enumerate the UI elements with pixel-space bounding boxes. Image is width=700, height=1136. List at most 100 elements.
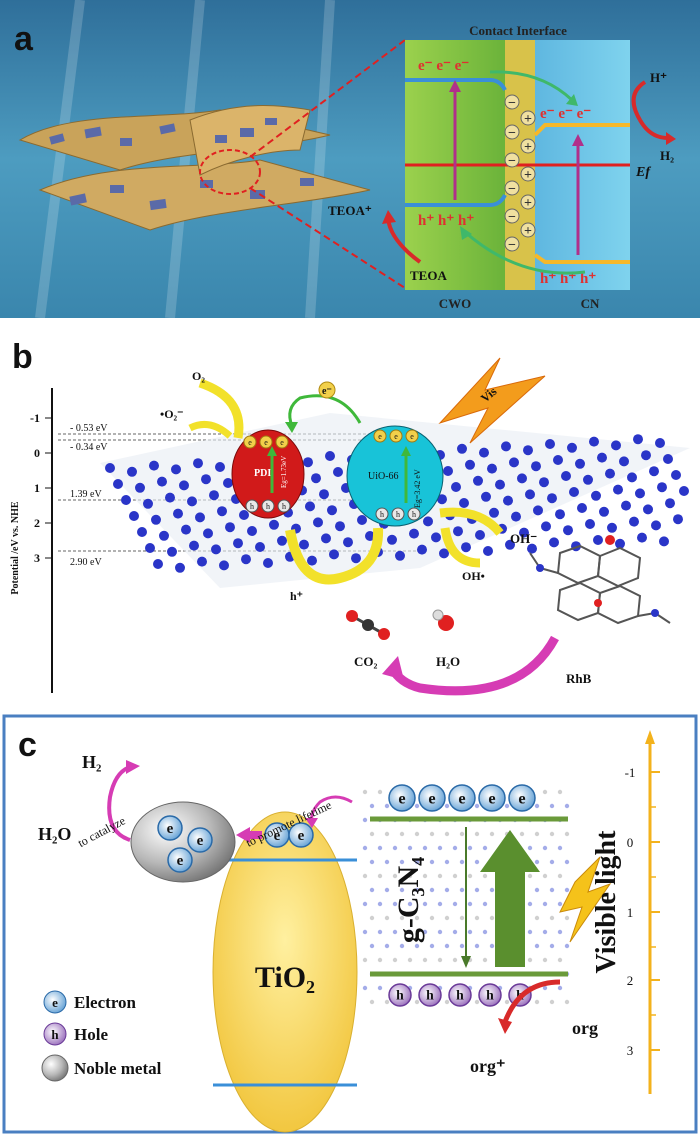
lattice-atom xyxy=(633,434,643,445)
lattice-atom xyxy=(474,943,480,949)
lattice-atom xyxy=(542,789,548,795)
h-plus-label: H⁺ xyxy=(650,70,667,85)
electron-label: e xyxy=(428,789,435,807)
lattice-atom xyxy=(377,873,383,879)
lattice-atom xyxy=(564,999,570,1005)
lattice-atom xyxy=(329,549,339,560)
lattice-atom xyxy=(649,466,659,477)
lattice-atom xyxy=(399,887,405,893)
lattice-atom xyxy=(437,494,447,505)
lattice-atom xyxy=(399,859,405,865)
lattice-atom xyxy=(384,943,390,949)
lattice-atom xyxy=(407,901,413,907)
lattice-atom xyxy=(583,474,593,485)
lattice-atom xyxy=(621,500,631,511)
lattice-atom xyxy=(377,957,383,963)
lattice-atom xyxy=(489,507,499,518)
lattice-atom xyxy=(641,450,651,461)
axis-tick-label: 3 xyxy=(627,1043,634,1058)
lattice-atom xyxy=(542,845,548,851)
legend-hole-icon: h xyxy=(51,1027,59,1042)
lattice-atom xyxy=(311,473,321,484)
lattice-atom xyxy=(452,901,458,907)
electron-mark xyxy=(243,435,257,449)
lattice-atom xyxy=(501,441,511,452)
lattice-atom xyxy=(657,482,667,493)
hole-mark-label: h xyxy=(412,510,416,519)
lattice-atom xyxy=(333,467,343,477)
tio2-label: TiO₂ xyxy=(255,961,315,994)
lattice-atom xyxy=(377,985,383,991)
o2-label: O₂ xyxy=(192,369,205,383)
lattice-atom xyxy=(452,957,458,963)
lattice-atom xyxy=(557,957,563,963)
lattice-atom xyxy=(549,943,555,949)
h2-label: H₂ xyxy=(82,752,101,772)
lattice-atom xyxy=(429,887,435,893)
electron-mark-label: e xyxy=(280,438,284,447)
electron-label: e xyxy=(197,833,204,849)
lattice-atom xyxy=(377,845,383,851)
lattice-atom xyxy=(482,873,488,879)
electron xyxy=(448,784,476,812)
lattice-atom xyxy=(171,464,181,475)
electron xyxy=(478,784,506,812)
lattice-atom xyxy=(395,550,405,561)
lattice-atom xyxy=(593,535,603,545)
level-label: - 0.53 eV xyxy=(70,423,108,434)
lattice-atom xyxy=(489,915,495,921)
electron-label: e xyxy=(167,821,174,837)
lattice-atom xyxy=(357,515,367,525)
electron-label: e xyxy=(177,853,184,869)
tick-label: 3 xyxy=(34,551,40,565)
electron-label: e⁻ xyxy=(322,386,332,397)
lattice-atom xyxy=(527,901,533,907)
lattice-atom xyxy=(113,479,123,489)
lattice-atom xyxy=(557,901,563,907)
electron xyxy=(418,784,446,812)
lattice-atom xyxy=(414,831,420,837)
lattice-atom xyxy=(437,873,443,879)
lattice-atom xyxy=(557,873,563,879)
electron-mark xyxy=(389,429,403,443)
lattice-atom xyxy=(475,530,485,540)
lattice-atom xyxy=(459,915,465,921)
lattice-atom xyxy=(597,452,607,463)
lattice-atom xyxy=(384,831,390,837)
metal-electrons: eee xyxy=(157,815,213,873)
plus-charge: + xyxy=(524,196,532,211)
electron-label: e xyxy=(298,828,305,844)
lattice-atom xyxy=(369,999,375,1005)
lattice-atom xyxy=(504,999,510,1005)
panel-b-label: b xyxy=(12,338,33,376)
lattice-atom xyxy=(387,534,397,545)
lattice-atom xyxy=(482,929,488,935)
hole-mark xyxy=(261,499,275,513)
lattice-atom xyxy=(452,873,458,879)
h2-arrow xyxy=(107,765,131,842)
lattice-atom xyxy=(635,488,645,499)
lattice-atom xyxy=(135,482,145,493)
electron-mark xyxy=(259,435,273,449)
lattice-atom xyxy=(533,505,543,516)
lattice-atom xyxy=(444,915,450,921)
lattice-atom xyxy=(429,943,435,949)
lattice-atom xyxy=(575,458,585,469)
lattice-atom xyxy=(481,491,491,502)
teoa-label: TEOA xyxy=(410,268,447,283)
lattice-atom xyxy=(414,943,420,949)
lightning-icon xyxy=(559,856,612,943)
lattice-atom xyxy=(277,535,287,546)
tick-label: -1 xyxy=(30,411,40,425)
lattice-atom xyxy=(549,803,555,809)
lattice-atom xyxy=(489,943,495,949)
noble-metal-particle xyxy=(130,801,236,883)
lattice-atom xyxy=(377,929,383,935)
plus-charge: + xyxy=(524,140,532,155)
lattice-atom xyxy=(545,439,555,449)
lattice-atom xyxy=(384,999,390,1005)
lattice-atom xyxy=(504,803,510,809)
lattice-atom xyxy=(351,553,361,564)
lattice-atom xyxy=(233,538,243,549)
